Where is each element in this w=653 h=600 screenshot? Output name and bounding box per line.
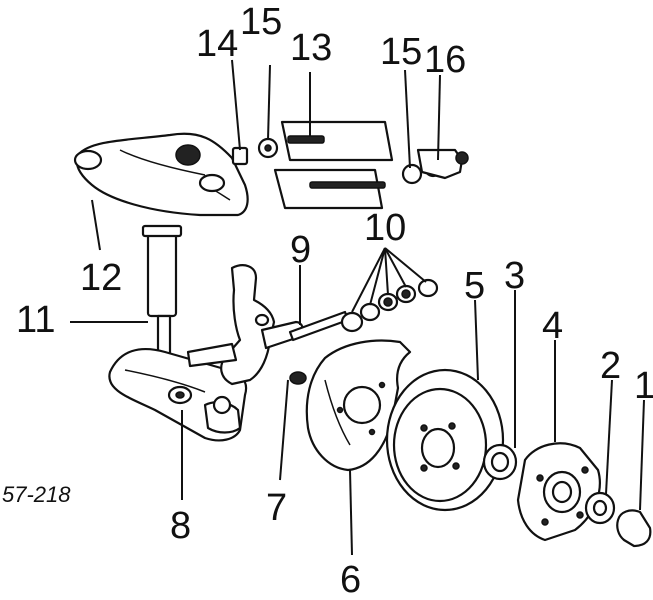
callout-11: 11	[16, 299, 55, 341]
callout-16: 16	[424, 39, 466, 81]
callout-15-left: 15	[240, 1, 282, 43]
callout-14: 14	[196, 23, 238, 65]
wheel-hub	[516, 442, 601, 542]
steering-knuckle	[186, 264, 307, 386]
upper-arm-bolt	[257, 120, 394, 162]
callout-13: 13	[290, 27, 332, 69]
dust-cap	[616, 509, 652, 548]
upper-control-arm	[73, 132, 249, 217]
callout-2: 2	[600, 345, 621, 387]
callout-5: 5	[464, 265, 485, 307]
inner-bearing	[482, 443, 518, 481]
outer-bearing	[584, 491, 616, 525]
washer-set	[340, 278, 439, 333]
upper-arm-shaft-kit	[273, 148, 469, 210]
callout-15-right: 15	[380, 31, 422, 73]
callout-4: 4	[542, 305, 563, 347]
leader-lines	[70, 59, 645, 556]
callout-7: 7	[266, 487, 287, 529]
callout-6: 6	[340, 559, 361, 600]
callout-3: 3	[504, 255, 525, 297]
callout-9: 9	[290, 229, 311, 271]
brake-drum	[385, 368, 505, 512]
callout-8: 8	[170, 505, 191, 547]
figure-code: 57-218	[2, 482, 71, 507]
callout-12: 12	[80, 257, 122, 299]
callout-1: 1	[634, 365, 653, 407]
callout-10: 10	[364, 207, 406, 249]
lower-control-arm	[108, 348, 248, 442]
dust-shield	[305, 339, 412, 472]
